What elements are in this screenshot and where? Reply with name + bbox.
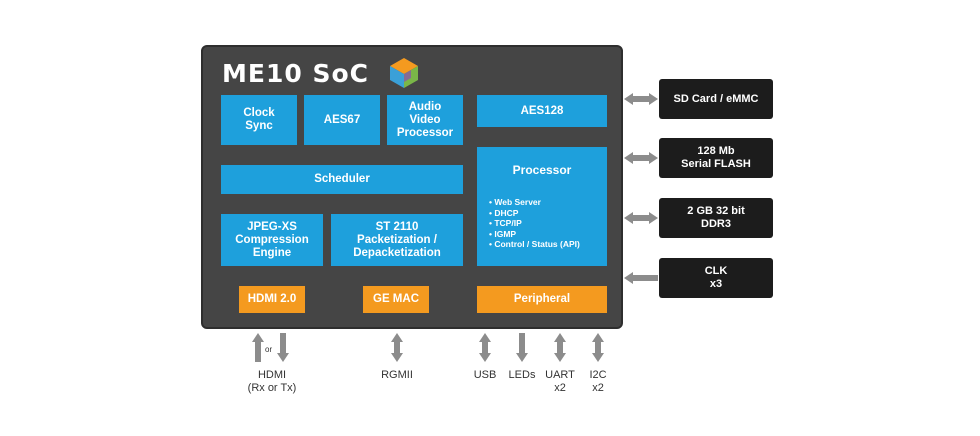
- scheduler-label: Scheduler: [314, 173, 370, 185]
- aes67-label: AES67: [323, 113, 361, 126]
- peripheral-label: Peripheral: [513, 293, 571, 305]
- serial-flash-box: 128 Mb Serial FLASH: [659, 138, 773, 178]
- clk-line2: x3: [709, 278, 723, 290]
- leds-text: LEDs: [508, 369, 536, 381]
- st2110-line3: Depacketization: [353, 246, 441, 259]
- serial-flash-line2: Serial FLASH: [681, 158, 751, 170]
- aes128-block: AES128: [477, 95, 607, 127]
- clock-sync-block: Clock Sync: [221, 95, 297, 145]
- clk-line1: CLK: [704, 265, 728, 277]
- hdmi-io-label: HDMI (Rx or Tx): [236, 369, 308, 395]
- arrow-sd-card: [624, 93, 658, 105]
- st2110-line2: Packetization /: [357, 233, 437, 246]
- hdmi-label: HDMI 2.0: [247, 293, 297, 305]
- sd-card-box: SD Card / eMMC: [659, 79, 773, 119]
- hdmi-io-line2: (Rx or Tx): [247, 382, 297, 394]
- i2c-line2: x2: [592, 382, 604, 394]
- uart-line2: x2: [554, 382, 566, 394]
- arrow-usb: [479, 333, 491, 362]
- av-processor-block: Audio Video Processor: [387, 95, 463, 145]
- aes128-label: AES128: [520, 104, 564, 117]
- clock-sync-line2: Sync: [245, 120, 273, 132]
- clk-box: CLK x3: [659, 258, 773, 298]
- arrow-uart: [554, 333, 566, 362]
- processor-item: DHCP: [489, 208, 607, 219]
- ge-mac-label: GE MAC: [373, 293, 419, 305]
- arrow-leds: [516, 333, 528, 362]
- uart-line1: UART: [545, 369, 575, 381]
- processor-item: TCP/IP: [489, 218, 607, 229]
- hdmi-block: HDMI 2.0: [239, 286, 305, 313]
- hdmi-io-line1: HDMI: [257, 369, 287, 381]
- serial-flash-line1: 128 Mb: [697, 145, 735, 157]
- st2110-line1: ST 2110: [375, 220, 419, 233]
- arrow-i2c: [592, 333, 604, 362]
- arrow-rgmii: [391, 333, 403, 362]
- peripheral-block: Peripheral: [477, 286, 607, 313]
- soc-title: ME10 SoC: [222, 59, 369, 88]
- usb-text: USB: [473, 369, 497, 381]
- leds-label: LEDs: [505, 369, 539, 382]
- av-processor-line3: Processor: [396, 126, 454, 139]
- sd-card-label: SD Card / eMMC: [673, 92, 759, 105]
- or-label: or: [265, 345, 273, 354]
- rgmii-text: RGMII: [381, 369, 413, 381]
- scheduler-block: Scheduler: [221, 165, 463, 194]
- i2c-label: I2C x2: [582, 369, 614, 395]
- arrow-serial-flash: [624, 152, 658, 164]
- processor-block: Processor Web Server DHCP TCP/IP IGMP Co…: [477, 147, 607, 266]
- jpeg-xs-line2: Compression: [235, 233, 309, 246]
- arrow-clk: [624, 272, 658, 284]
- aes67-block: AES67: [304, 95, 380, 145]
- av-processor-line2: Video: [409, 113, 441, 126]
- uart-label: UART x2: [542, 369, 578, 395]
- ddr3-line2: DDR3: [701, 218, 731, 230]
- usb-label: USB: [469, 369, 501, 382]
- cube-logo-icon: [390, 58, 418, 88]
- processor-item: IGMP: [489, 229, 607, 240]
- processor-feature-list: Web Server DHCP TCP/IP IGMP Control / St…: [477, 197, 607, 250]
- processor-item: Control / Status (API): [489, 239, 607, 250]
- rgmii-label: RGMII: [372, 369, 422, 382]
- ddr3-line1: 2 GB 32 bit: [687, 205, 745, 217]
- jpeg-xs-line3: Engine: [252, 246, 292, 259]
- arrow-hdmi-in: [252, 333, 264, 362]
- ge-mac-block: GE MAC: [363, 286, 429, 313]
- clock-sync-line1: Clock: [243, 107, 275, 119]
- ddr3-box: 2 GB 32 bit DDR3: [659, 198, 773, 238]
- arrow-ddr3: [624, 212, 658, 224]
- arrow-hdmi-out: [277, 333, 289, 362]
- jpeg-xs-block: JPEG-XS Compression Engine: [221, 214, 323, 266]
- processor-item: Web Server: [489, 197, 607, 208]
- processor-title: Processor: [512, 163, 572, 177]
- jpeg-xs-line1: JPEG-XS: [247, 220, 297, 233]
- i2c-line1: I2C: [589, 369, 607, 381]
- av-processor-line1: Audio: [408, 100, 442, 113]
- st2110-block: ST 2110 Packetization / Depacketization: [331, 214, 463, 266]
